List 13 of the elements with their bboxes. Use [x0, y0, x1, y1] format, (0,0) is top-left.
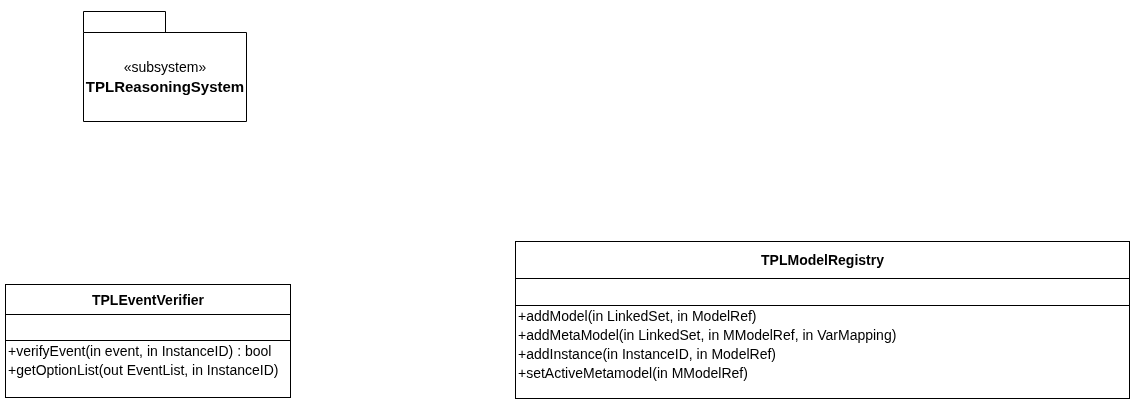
- class-box: [5, 284, 291, 398]
- package-name: TPLReasoningSystem: [85, 77, 245, 96]
- method-text: +addMetaModel(in LinkedSet, in MModelRef, in VarMapping): [517, 326, 898, 345]
- class-box: [515, 241, 1130, 399]
- method-text: +setActiveMetamodel(in MModelRef): [517, 364, 749, 383]
- class-name: TPLEventVerifier: [91, 291, 204, 308]
- method-text: +addInstance(in InstanceID, in ModelRef): [517, 345, 777, 364]
- class-name: TPLModelRegistry: [761, 252, 884, 268]
- method-text: +getOptionList(out EventList, in InstanceID): [7, 361, 280, 380]
- package-symbol: [83, 11, 247, 122]
- method-text: +addModel(in LinkedSet, in ModelRef): [517, 307, 758, 326]
- method-text: +verifyEvent(in event, in InstanceID) : bool: [7, 342, 273, 361]
- stereotype-text: «subsystem»: [123, 58, 207, 77]
